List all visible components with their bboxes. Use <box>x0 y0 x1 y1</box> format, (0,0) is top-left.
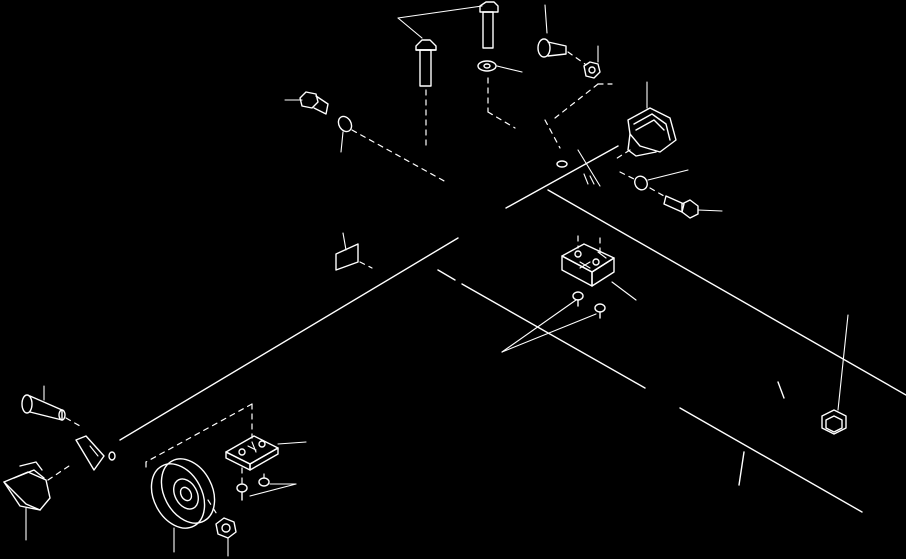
hex-bolt-long-right <box>479 1 516 129</box>
bracket-left <box>3 461 73 541</box>
hole-marks-center <box>544 119 601 187</box>
bracket-right <box>613 81 677 161</box>
shoulder-bolt-top <box>537 4 586 65</box>
pin-left <box>21 385 81 427</box>
screw-pair-left <box>236 467 297 501</box>
frame-tick-marks <box>738 381 785 486</box>
label-plate <box>335 232 373 271</box>
mount-block-left <box>145 403 307 471</box>
cage-nut <box>821 314 849 435</box>
hex-bolt-long-left <box>415 39 437 149</box>
cross-frame-rail <box>437 189 906 513</box>
screw-pair-center <box>501 291 606 353</box>
washer-upper-left <box>337 115 447 183</box>
mount-block-center <box>561 235 637 301</box>
bolt-right <box>649 187 723 219</box>
leader-hex-bolts <box>397 5 483 39</box>
washer-diamond-left <box>75 435 116 471</box>
lock-nut-bottom <box>215 517 237 557</box>
lock-nut-top <box>554 45 613 119</box>
main-frame-rail <box>119 145 619 441</box>
washer-top <box>477 60 523 73</box>
wheel <box>150 458 219 553</box>
bolt-upper-left <box>284 91 329 115</box>
washer-right <box>619 169 689 191</box>
